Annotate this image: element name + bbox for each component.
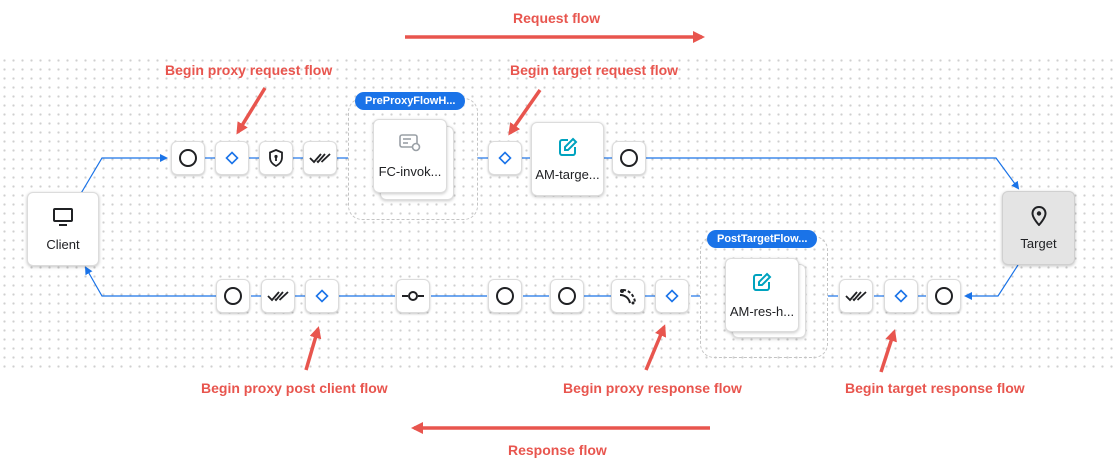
post-client-hook-step[interactable] bbox=[305, 279, 339, 313]
signal-icon bbox=[619, 289, 636, 305]
pre-proxy-flow-badge[interactable]: PreProxyFlowH... bbox=[355, 92, 466, 110]
verify-policy-step[interactable] bbox=[303, 141, 337, 175]
edit-icon bbox=[753, 272, 772, 291]
target-response-hook-step[interactable] bbox=[884, 279, 918, 313]
route-rule-step[interactable] bbox=[396, 279, 430, 313]
post-client-verify-step[interactable] bbox=[261, 279, 295, 313]
proxy-response-mid-step[interactable] bbox=[550, 279, 584, 313]
target-node[interactable]: Target bbox=[1002, 191, 1075, 265]
diamond-icon bbox=[498, 151, 512, 165]
circle-icon bbox=[558, 287, 576, 305]
am-res-h-policy[interactable]: AM-res-h... bbox=[725, 258, 799, 332]
target-request-end-step[interactable] bbox=[612, 141, 646, 175]
proxy-request-hook-step[interactable] bbox=[215, 141, 249, 175]
begin-proxy-post-client-flow-label: Begin proxy post client flow bbox=[201, 380, 388, 396]
diamond-icon bbox=[665, 289, 679, 303]
client-label: Client bbox=[46, 236, 80, 252]
annotation-arrows bbox=[236, 31, 897, 434]
flow-callout-icon bbox=[399, 133, 421, 151]
am-res-h-label: AM-res-h... bbox=[729, 303, 795, 319]
begin-target-request-flow-label: Begin target request flow bbox=[510, 62, 679, 78]
monitor-icon bbox=[53, 207, 73, 226]
target-label: Target bbox=[1020, 235, 1057, 251]
diamond-icon bbox=[315, 289, 329, 303]
fc-invoke-label: FC-invok... bbox=[378, 163, 442, 179]
client-node[interactable]: Client bbox=[27, 192, 99, 266]
response-track bbox=[85, 264, 1019, 300]
shield-icon bbox=[269, 149, 283, 167]
request-track bbox=[79, 154, 1020, 196]
begin-proxy-response-flow-label: Begin proxy response flow bbox=[563, 380, 742, 396]
response-flow-label: Response flow bbox=[508, 442, 607, 458]
circle-icon bbox=[935, 287, 953, 305]
commit-icon bbox=[402, 291, 424, 301]
circle-icon bbox=[179, 149, 197, 167]
fc-invoke-policy[interactable]: FC-invok... bbox=[373, 119, 447, 193]
double-check-icon bbox=[309, 153, 331, 164]
circle-icon bbox=[224, 287, 242, 305]
diamond-icon bbox=[894, 289, 908, 303]
target-response-start-step[interactable] bbox=[927, 279, 961, 313]
circle-icon bbox=[496, 287, 514, 305]
double-check-icon bbox=[267, 291, 289, 302]
begin-proxy-request-flow-label: Begin proxy request flow bbox=[165, 62, 333, 78]
double-check-icon bbox=[845, 291, 867, 302]
security-policy-step[interactable] bbox=[259, 141, 293, 175]
edit-icon bbox=[558, 137, 577, 156]
diamond-icon bbox=[225, 151, 239, 165]
proxy-response-end-step[interactable] bbox=[488, 279, 522, 313]
canvas-grid bbox=[0, 56, 1116, 372]
proxy-request-start-step[interactable] bbox=[171, 141, 205, 175]
begin-target-response-flow-label: Begin target response flow bbox=[845, 380, 1025, 396]
post-target-flow-badge[interactable]: PostTargetFlow... bbox=[707, 230, 818, 248]
location-pin-icon bbox=[1030, 205, 1047, 226]
target-request-hook-step[interactable] bbox=[488, 141, 522, 175]
target-response-verify-step[interactable] bbox=[839, 279, 873, 313]
circle-icon bbox=[620, 149, 638, 167]
request-flow-label: Request flow bbox=[513, 10, 601, 26]
am-target-label: AM-targe... bbox=[535, 166, 600, 182]
am-target-policy[interactable]: AM-targe... bbox=[531, 122, 604, 196]
signal-policy-step[interactable] bbox=[611, 279, 645, 313]
proxy-response-hook-step[interactable] bbox=[655, 279, 689, 313]
post-client-end-step[interactable] bbox=[216, 279, 250, 313]
